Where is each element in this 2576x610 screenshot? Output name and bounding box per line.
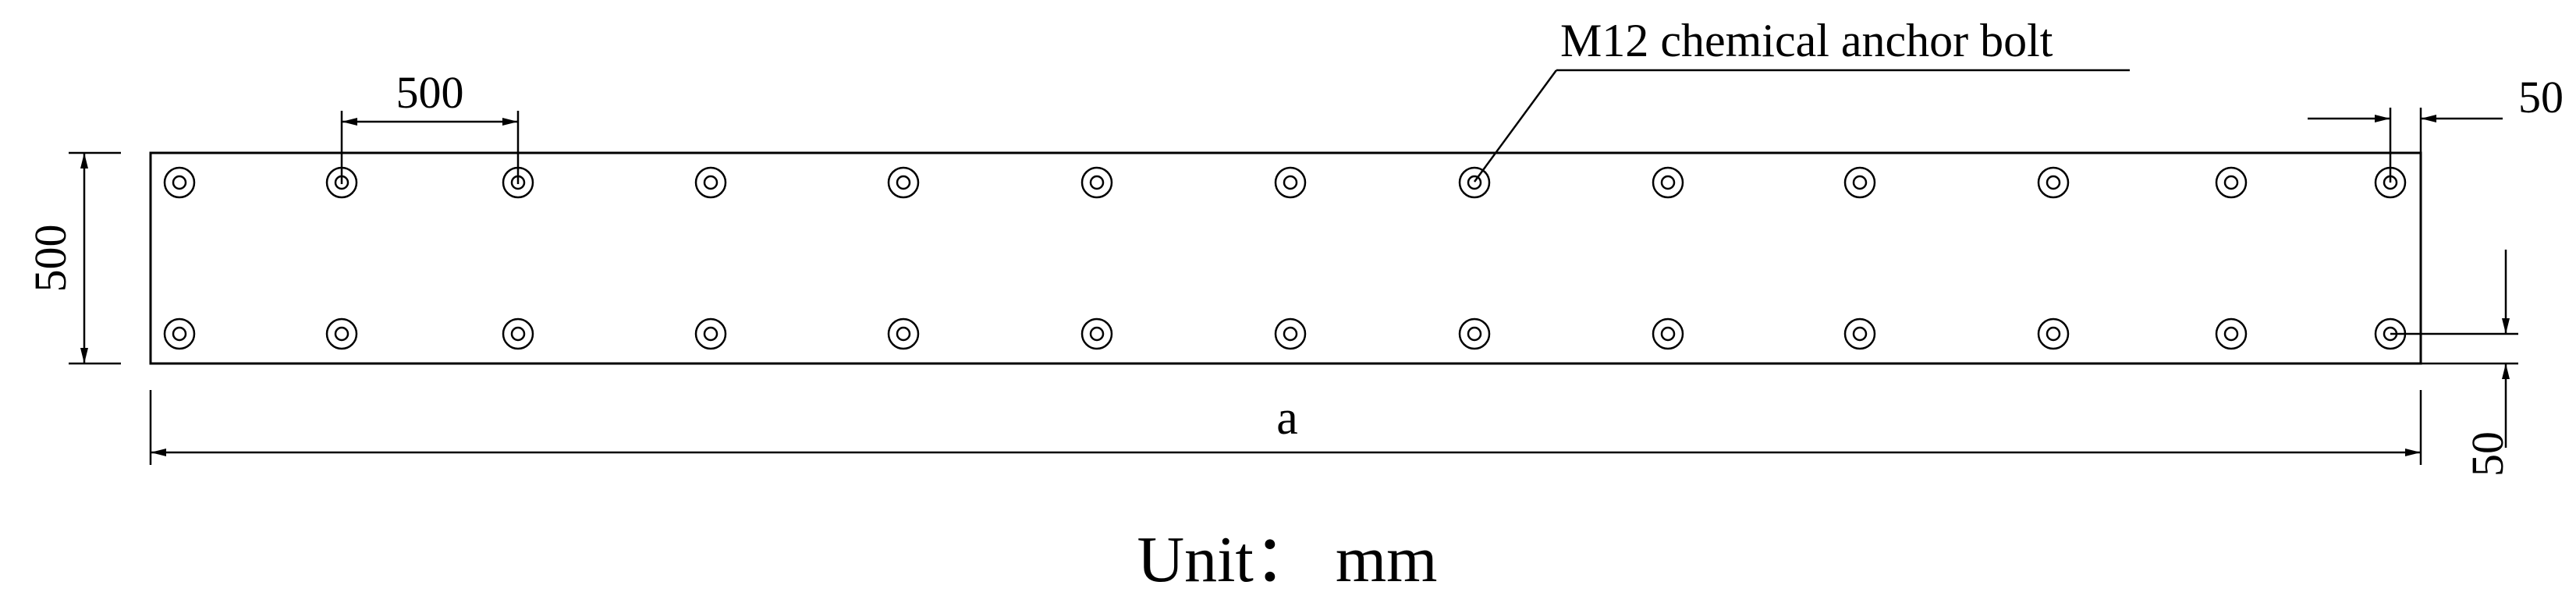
anchor-bolt-hole <box>1458 317 1491 350</box>
anchor-bolt-hole <box>887 166 920 199</box>
anchor-bolt-hole <box>2215 166 2248 199</box>
length-dim-label: a <box>1276 392 1298 445</box>
edge-dimension-bottom: 50 <box>2390 250 2518 477</box>
anchor-bolt-hole <box>1080 317 1113 350</box>
unit-note: Unit： mm <box>1137 523 1437 596</box>
anchor-bolt-hole <box>2037 166 2070 199</box>
edge-dimension-right: 50 <box>2308 72 2564 183</box>
anchor-bolt-hole <box>502 317 534 350</box>
anchor-bolt-hole <box>887 317 920 350</box>
anchor-bolt-hole <box>1080 166 1113 199</box>
bolt-callout-label: M12 chemical anchor bolt <box>1560 15 2053 66</box>
height-dimension: 500 <box>25 151 121 365</box>
spacing-dim-label: 500 <box>396 67 464 118</box>
edge-dim-bottom-label: 50 <box>2462 431 2513 477</box>
anchor-bolt-hole <box>1843 166 1876 199</box>
length-dimension: a <box>149 390 2422 465</box>
anchor-bolt-hole <box>1652 317 1684 350</box>
edge-dim-right-label: 50 <box>2518 72 2564 122</box>
steel-plate-outline <box>149 151 2422 365</box>
spacing-dimension: 500 <box>340 67 520 184</box>
anchor-bolt-hole <box>2037 317 2070 350</box>
anchor-bolt-hole <box>1843 317 1876 350</box>
anchor-bolt-hole <box>2215 317 2248 350</box>
bolt-array <box>163 166 2407 350</box>
anchor-bolt-hole <box>163 166 196 199</box>
anchor-bolt-hole <box>1652 166 1684 199</box>
anchor-bolt-hole <box>694 317 727 350</box>
height-dim-label: 500 <box>25 225 76 293</box>
anchor-bolt-hole <box>325 317 358 350</box>
anchor-bolt-hole <box>1274 166 1307 199</box>
anchor-bolt-hole <box>1274 317 1307 350</box>
bolt-callout: M12 chemical anchor bolt <box>1473 15 2130 183</box>
anchor-bolt-hole <box>1458 166 1491 199</box>
anchor-bolt-hole <box>163 317 196 350</box>
anchor-bolt-hole <box>694 166 727 199</box>
